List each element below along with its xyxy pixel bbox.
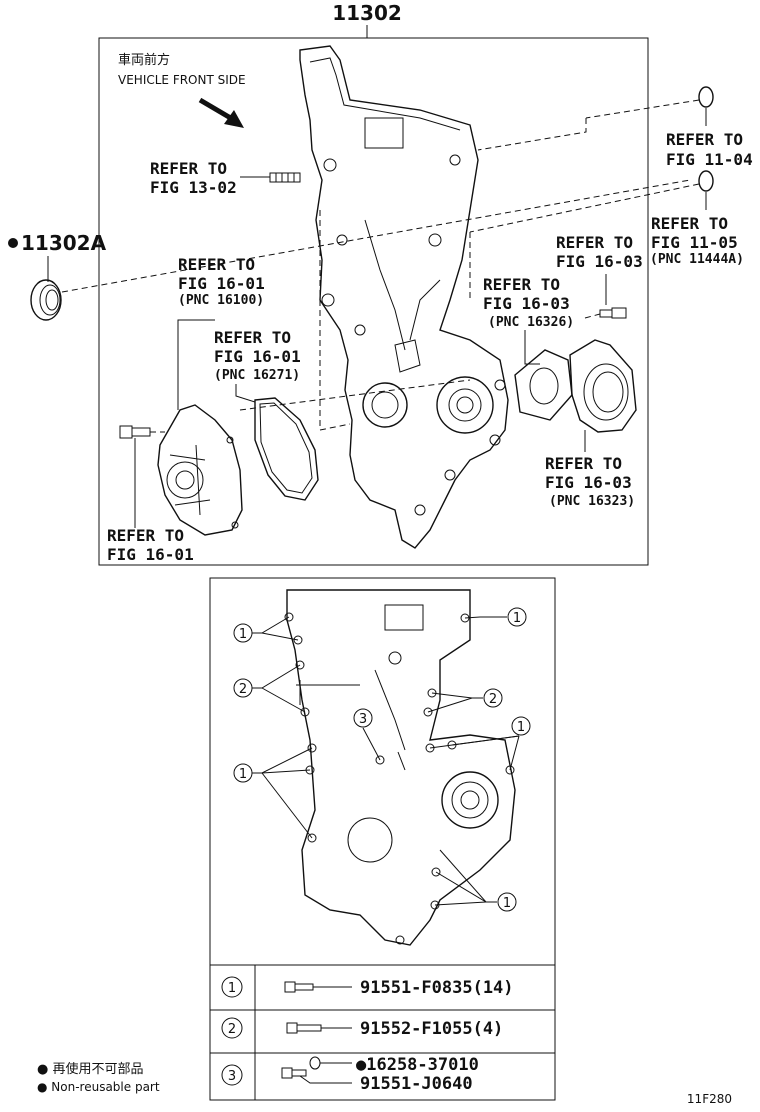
callout-2-right: 2 bbox=[483, 688, 503, 708]
ref-16100-pnc: (PNC 16100) bbox=[178, 293, 264, 308]
ref-11-05-line1: REFER TO bbox=[651, 214, 728, 233]
ref-11-05-pnc: (PNC 11444A) bbox=[650, 252, 744, 267]
timing-cover-drawing bbox=[299, 45, 509, 549]
legend-row-2: 2 91552-F1055(4) bbox=[221, 1017, 503, 1039]
ref-bolt-line2: FIG 16-01 bbox=[107, 545, 194, 564]
svg-text:2: 2 bbox=[489, 692, 497, 707]
ref-16326-line1: REFER TO bbox=[483, 275, 560, 294]
o-ring-upper bbox=[698, 86, 714, 108]
footnote-en: ● Non-reusable part bbox=[37, 1080, 160, 1094]
figure-code: 11F280 bbox=[687, 1092, 732, 1106]
stud-bolt-drawing bbox=[240, 172, 301, 183]
water-pump-drawing bbox=[157, 404, 243, 536]
water-pump-gasket-drawing bbox=[254, 397, 319, 501]
bolt-position-markers bbox=[284, 612, 515, 945]
o-ring-lower bbox=[698, 170, 714, 192]
ref-16271-line2: FIG 16-01 bbox=[214, 347, 301, 366]
legend-key-2: 2 bbox=[228, 1022, 236, 1037]
main-figure-frame bbox=[98, 37, 649, 566]
pump-bolt-drawing bbox=[119, 425, 165, 439]
non-reusable-dot-icon bbox=[8, 238, 18, 248]
legend-row-1: 1 91551-F0835(14) bbox=[221, 976, 514, 998]
seal-part-number: 11302A bbox=[21, 231, 107, 255]
front-side-cn: 車両前方 bbox=[118, 52, 170, 68]
ref-13-02-line1: REFER TO bbox=[150, 159, 227, 178]
ref-16-03-top-line1: REFER TO bbox=[556, 233, 633, 252]
o-ring-upper-centerline bbox=[585, 99, 700, 119]
ref-16323-line1: REFER TO bbox=[545, 454, 622, 473]
ref-16326-line2: FIG 16-03 bbox=[483, 294, 570, 313]
ref-16271-pnc: (PNC 16271) bbox=[214, 368, 300, 383]
legend-part-2: 91552-F1055(4) bbox=[360, 1019, 503, 1039]
water-outlet-drawing bbox=[569, 339, 637, 433]
callout-1-bottom-right: 1 bbox=[497, 892, 517, 912]
outlet-gasket-drawing bbox=[514, 349, 573, 421]
callout-1-top-right: 1 bbox=[507, 607, 527, 627]
oil-seal-drawing bbox=[30, 279, 62, 321]
callout-leaders bbox=[252, 616, 520, 906]
ref-11-04-line2: FIG 11-04 bbox=[666, 150, 753, 169]
svg-text:1: 1 bbox=[517, 720, 525, 735]
bolt-detail-frame bbox=[209, 577, 556, 1101]
ref-11-04-line1: REFER TO bbox=[666, 130, 743, 149]
svg-text:3: 3 bbox=[359, 712, 367, 727]
ref-16-03-top-line2: FIG 16-03 bbox=[556, 252, 643, 271]
legend-part-1: 91551-F0835(14) bbox=[360, 978, 514, 998]
ref-11-05-line2: FIG 11-05 bbox=[651, 233, 738, 252]
ref-bolt-line1: REFER TO bbox=[107, 526, 184, 545]
svg-text:1: 1 bbox=[239, 627, 247, 642]
legend-row-3: 3 ●16258-37010 91551-J0640 bbox=[221, 1055, 479, 1094]
bolt-icon bbox=[286, 1022, 322, 1034]
legend-part-3a: ●16258-37010 bbox=[356, 1055, 479, 1075]
bolt-with-washer-icon bbox=[281, 1056, 321, 1079]
svg-text:1: 1 bbox=[513, 611, 521, 626]
legend-key-3: 3 bbox=[228, 1069, 236, 1084]
svg-text:1: 1 bbox=[239, 767, 247, 782]
ref-16100-line1: REFER TO bbox=[178, 255, 255, 274]
ref-16323-line2: FIG 16-03 bbox=[545, 473, 632, 492]
seal-centerline bbox=[61, 179, 691, 293]
callout-1-mid-right: 1 bbox=[511, 716, 531, 736]
svg-text:1: 1 bbox=[503, 896, 511, 911]
ref-16326-pnc: (PNC 16326) bbox=[488, 315, 574, 330]
front-side-en: VEHICLE FRONT SIDE bbox=[118, 73, 246, 87]
callout-1-mid-left: 1 bbox=[233, 763, 253, 783]
ref-16271-line1: REFER TO bbox=[214, 328, 291, 347]
footnote-cn: ● 再使用不可部品 bbox=[37, 1061, 143, 1077]
front-direction-arrow-icon bbox=[198, 97, 244, 128]
callout-3: 3 bbox=[353, 708, 373, 728]
bolt-icon bbox=[284, 981, 314, 993]
callout-1-top-left: 1 bbox=[233, 623, 253, 643]
outlet-bolt-drawing bbox=[584, 307, 627, 319]
ref-16100-line2: FIG 16-01 bbox=[178, 274, 265, 293]
ref-16323-pnc: (PNC 16323) bbox=[549, 494, 635, 509]
legend-part-3b: 91551-J0640 bbox=[360, 1074, 473, 1094]
main-part-number: 11302 bbox=[332, 1, 402, 25]
svg-text:2: 2 bbox=[239, 682, 247, 697]
cover-front-view-drawing bbox=[286, 589, 516, 946]
ref-13-02-line2: FIG 13-02 bbox=[150, 178, 237, 197]
callout-2-left: 2 bbox=[233, 678, 253, 698]
legend-key-1: 1 bbox=[228, 981, 236, 996]
